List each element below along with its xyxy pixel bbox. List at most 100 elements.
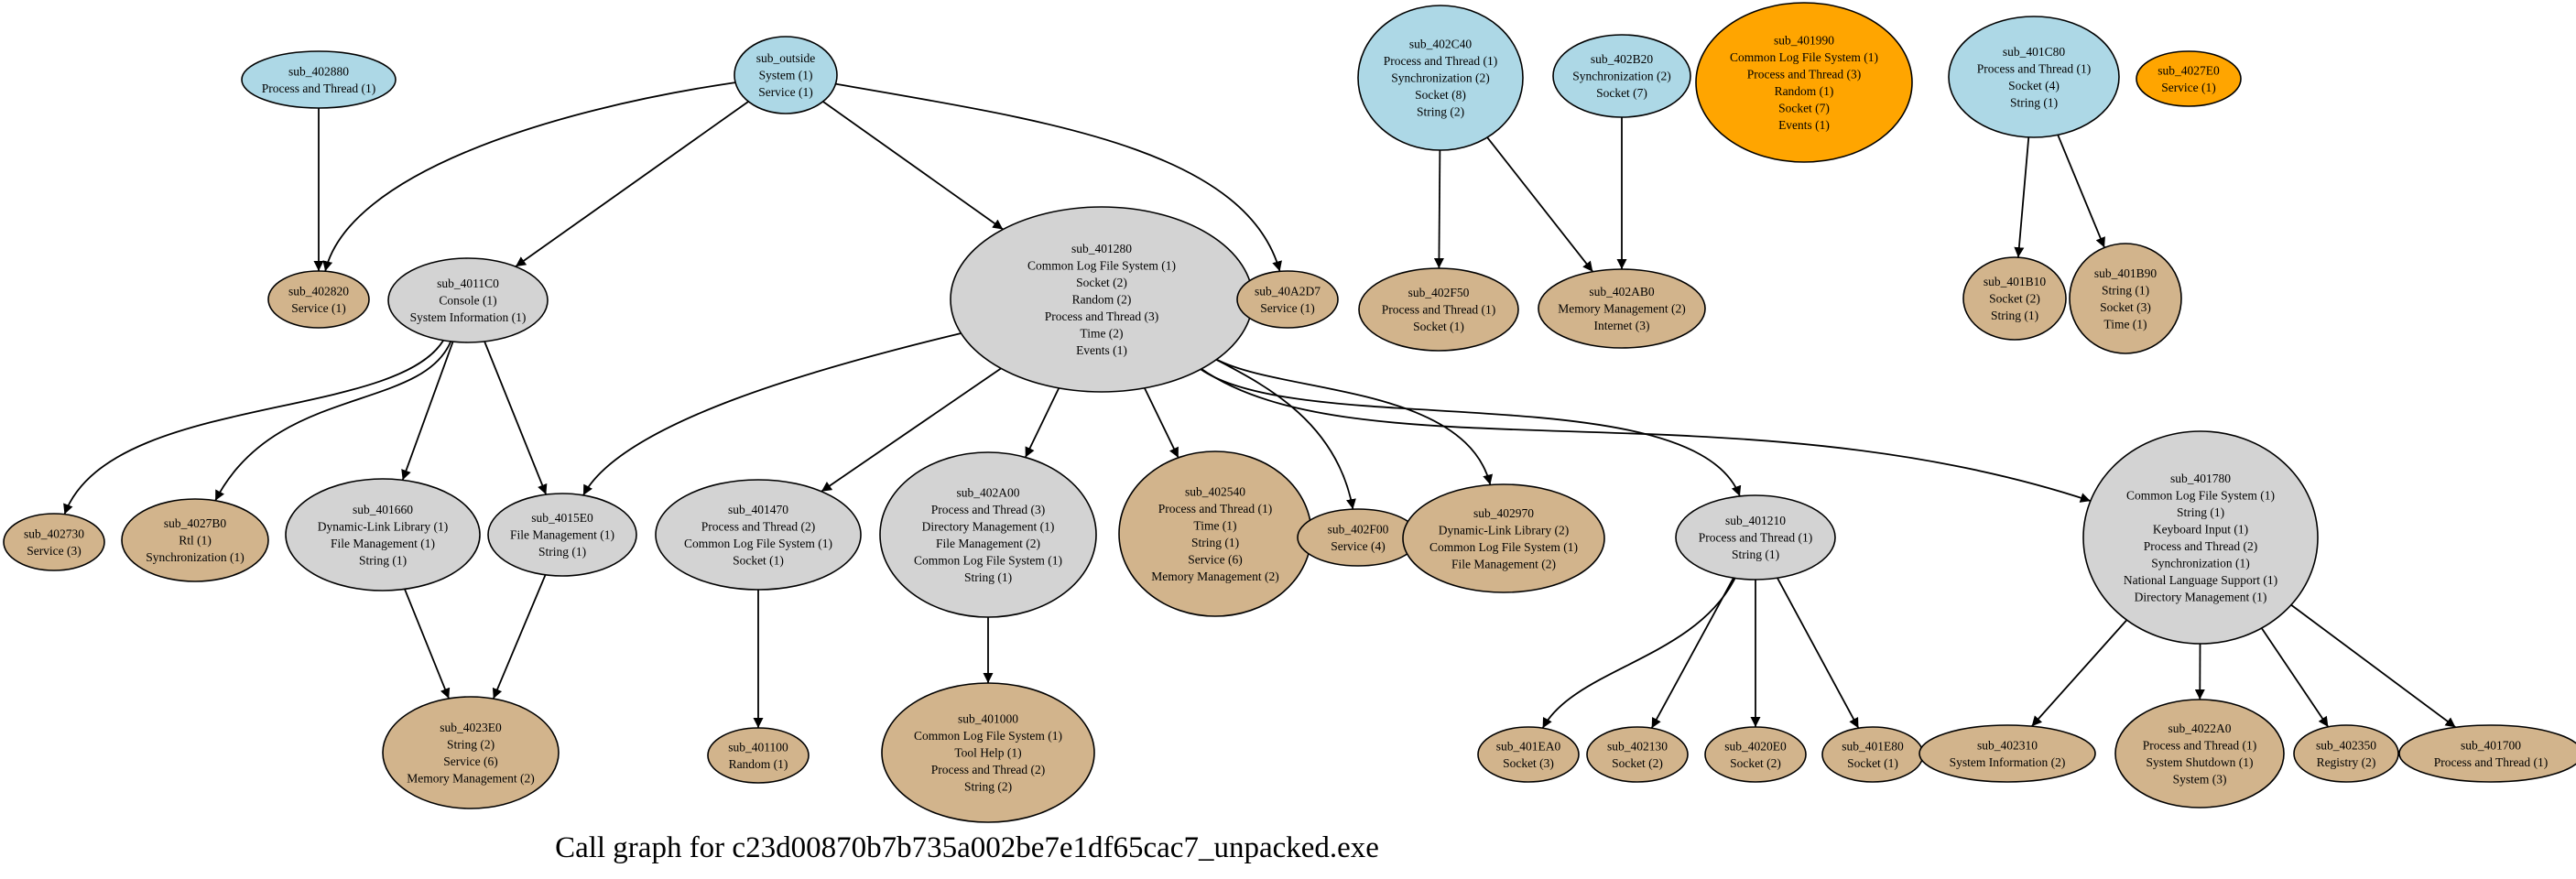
node-ellipse — [2398, 724, 2576, 783]
node-api-category: String (1) — [538, 545, 586, 559]
node-api-category: Socket (3) — [1503, 756, 1554, 770]
node-ellipse — [1948, 16, 2120, 138]
edge-sub-outside-to-sub-402820 — [322, 81, 736, 272]
node-title: sub_402820 — [288, 284, 349, 298]
node-ellipse — [1586, 726, 1689, 783]
node-ellipse — [655, 479, 862, 591]
node-api-category: Service (3) — [27, 544, 82, 558]
node-api-category: Socket (1) — [1847, 756, 1898, 770]
node-ellipse — [2293, 724, 2399, 783]
node-api-category: Synchronization (2) — [1572, 70, 1671, 83]
node-api-category: Socket (4) — [2008, 79, 2060, 92]
node-ellipse — [1538, 268, 1706, 349]
node-ellipse — [387, 257, 549, 343]
node-api-category: Time (1) — [2103, 317, 2147, 331]
node-api-category: String (1) — [2177, 505, 2224, 519]
node-ellipse — [1918, 724, 2096, 783]
node-api-category: Socket (3) — [2100, 300, 2151, 314]
node-ellipse — [1962, 256, 2067, 341]
node-api-category: Tool Help (1) — [954, 746, 1021, 760]
graph-title: Call graph for c23d00870b7b735a002be7e1d… — [555, 831, 1379, 864]
node-api-category: Process and Thread (1) — [2434, 755, 2549, 769]
node-title: sub_402F00 — [1328, 522, 1389, 536]
node-api-category: Common Log File System (1) — [684, 537, 832, 550]
edge-sub-401280-to-sub-401470 — [821, 367, 1002, 493]
node-api-category: Socket (1) — [733, 553, 784, 567]
edge-sub-outside-to-sub-40a2d7 — [835, 82, 1282, 272]
node-title: sub_401700 — [2461, 738, 2521, 752]
node-api-category: Time (1) — [1193, 518, 1236, 532]
node-api-category: Socket (2) — [1730, 756, 1781, 770]
edge-sub-4011c0-to-sub-4027b0 — [214, 341, 452, 502]
node-api-category: String (1) — [1991, 309, 2038, 322]
edge-sub-401280-to-sub-401210 — [1200, 368, 1742, 497]
node-api-category: Synchronization (1) — [2151, 556, 2250, 570]
node-api-category: Directory Management (1) — [2135, 590, 2267, 603]
edge-sub-402c40-to-sub-402ab0 — [1486, 136, 1594, 273]
node-api-category: System (3) — [2173, 772, 2227, 786]
node-api-category: Process and Thread (1) — [1158, 502, 1273, 515]
node-ellipse — [734, 36, 838, 114]
edge-sub-outside-to-sub-4011c0 — [515, 101, 749, 267]
node-ellipse — [1477, 726, 1580, 783]
node-title: sub_401B90 — [2094, 266, 2158, 280]
node-api-category: Socket (1) — [1413, 320, 1464, 333]
edge-sub-401780-to-sub-401700 — [2290, 603, 2457, 729]
node-api-category: System Shutdown (1) — [2146, 755, 2253, 769]
edge-sub-401210-to-sub-401e80 — [1777, 577, 1860, 729]
node-api-category: File Management (1) — [510, 528, 614, 542]
node-api-category: Keyboard Input (1) — [2153, 522, 2248, 536]
node-ellipse — [1552, 34, 1691, 118]
node-api-category: Registry (2) — [2317, 755, 2376, 769]
node-api-category: Dynamic-Link Library (2) — [1439, 523, 1569, 537]
node-ellipse — [3, 513, 105, 571]
node-api-category: Memory Management (2) — [1558, 302, 1685, 316]
edge-sub-4011c0-to-sub-401660 — [401, 341, 454, 481]
node-api-category: Common Log File System (1) — [1429, 540, 1578, 554]
node-api-category: Common Log File System (1) — [2126, 488, 2275, 502]
node-api-category: Process and Thread (1) — [262, 81, 376, 95]
node-title: sub_401B10 — [1984, 275, 2047, 288]
node-api-category: File Management (2) — [1451, 557, 1556, 570]
node-ellipse — [1695, 2, 1913, 163]
node-api-category: Process and Thread (3) — [931, 503, 1046, 516]
node-ellipse — [2114, 699, 2285, 808]
